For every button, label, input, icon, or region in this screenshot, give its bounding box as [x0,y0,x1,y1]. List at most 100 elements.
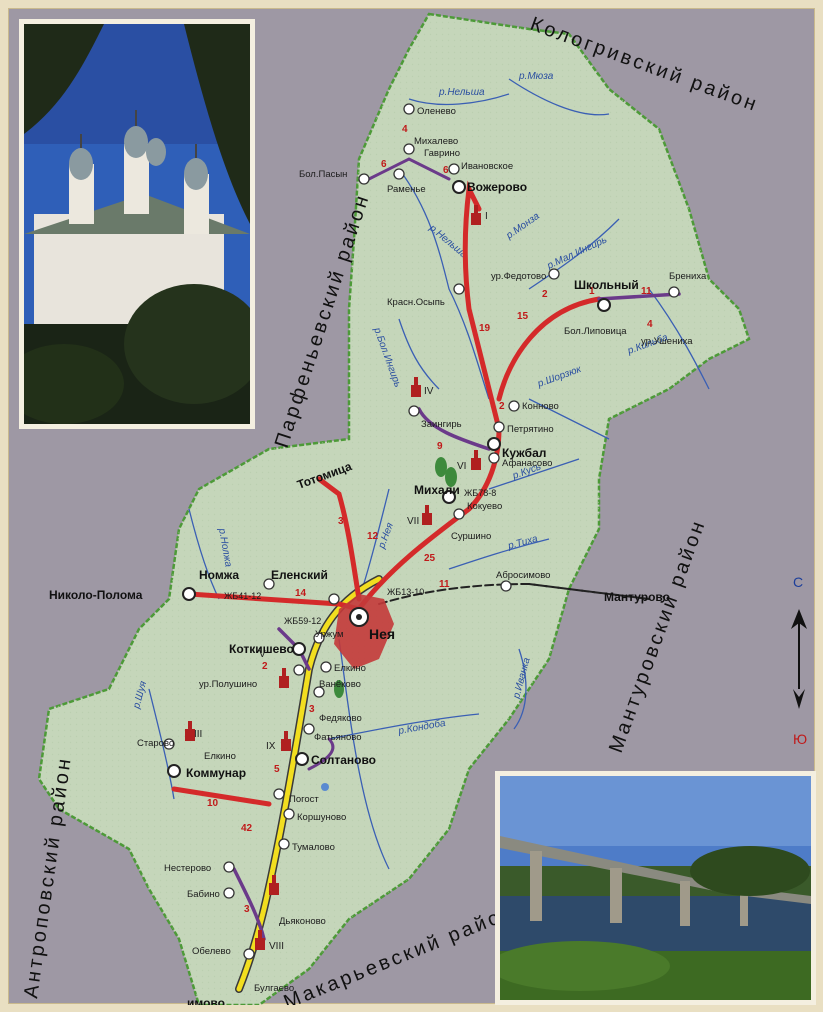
monument-label: IV [424,386,434,397]
tree-icon [445,467,457,487]
village-label: Погост [289,794,319,805]
spring-marker [321,783,329,791]
north-arrow-icon: С Ю [791,574,807,747]
town-label[interactable]: имово [187,996,225,1010]
town-label[interactable]: Еленский [271,568,328,582]
church-icon [279,668,289,688]
distance-label: 9 [437,441,443,452]
district-label-manturovsky: Мантуровский район [605,516,710,756]
town-label-neya[interactable]: Нея [369,626,395,642]
monument-label: VIII [269,941,284,952]
church-photo-image [24,24,250,424]
church-icon [471,450,481,470]
rail-stop-label: ЖБ13-10 [387,587,424,597]
dirt-road [597,292,681,301]
town-label[interactable]: Школьный [574,278,639,292]
distance-label: 11 [641,286,652,297]
distance-label: 4 [647,319,653,330]
town-label[interactable]: Солтаново [311,753,376,767]
village-label: Оленево [417,106,456,117]
village-label: Раменье [387,184,426,195]
bridge-photo [495,771,816,1005]
district-label-antropovsky: Антроповский район [20,755,76,1000]
church-photo [19,19,255,429]
railway [378,582,650,605]
river-label: р.Нельша [438,87,485,98]
distance-label: 3 [309,704,315,715]
monument-label: III [194,729,202,740]
distance-label: 25 [424,553,436,564]
distance-label: 12 [367,531,379,542]
village-label: Абросимово [496,570,550,581]
compass-north-label: С [793,574,803,590]
town-label[interactable]: Кужбал [502,446,546,460]
village-labels: Оленево Михалево Гаврино Ивановское Бол.… [137,106,707,994]
map-frame: р.Нельша р.Мюза р.Монза р.Мал.Ингирь р.Н… [8,8,816,1012]
river-label: р.Мюза [518,71,554,82]
neya-district-map: р.Нельша р.Мюза р.Монза р.Мал.Ингирь р.Н… [20,12,807,1012]
monument-label: VI [457,461,466,472]
distance-label: 19 [479,323,491,334]
distance-label: 15 [517,311,529,322]
monument-label: VII [407,516,419,527]
rail-stop-label: ЖБ59-12 [284,616,321,626]
distance-label: 4 [402,124,408,135]
village-label: ур.Федотово [491,271,546,282]
village-label: Петрятино [507,424,554,435]
distance-label: 2 [499,401,505,412]
village-label: Булгаево [254,983,294,994]
center-markers [167,180,611,778]
distance-label: 42 [241,823,253,834]
distance-label: 3 [338,516,344,527]
settlement-markers [163,103,680,960]
village-label: Конново [522,401,559,412]
village-label: Коршуново [297,812,346,823]
village-label: Елкино [204,751,236,762]
village-label: Елкино [334,663,366,674]
distance-label: 6 [443,165,449,176]
village-label: Ивановское [461,161,513,172]
village-label: Бабино [187,889,220,900]
church-icon [281,731,291,751]
distance-label: 11 [439,579,450,590]
town-label[interactable]: Николо-Полома [49,588,143,602]
church-icons [185,205,481,950]
distance-label: 14 [295,588,307,599]
distance-labels: 4 6 6 2 1 11 15 19 4 2 9 3 12 25 14 11 2… [207,124,653,915]
village-label: Кокуево [467,501,502,512]
village-label: Брениха [669,271,707,282]
monument-labels: I III IV V VI VII VIII IX [194,211,488,952]
monument-label: IX [266,741,276,752]
village-label: Уржум [315,629,344,640]
roads [171,157,681,993]
village-label: Нестерово [164,863,211,874]
tree-icon [334,680,344,698]
village-label: ур.Ушениха [641,336,693,347]
town-label[interactable]: Вожерово [467,180,527,194]
village-label: Михалево [414,136,458,147]
town-label[interactable]: Коткишево [229,642,294,656]
village-label: Дьяконово [279,916,326,927]
town-label[interactable]: Михали [414,483,460,497]
rail-stop-labels: ЖБ41-12 ЖБ59-12 ЖБ13-10 ЖБ78-8 [224,488,496,626]
distance-label: 2 [262,661,268,672]
village-label: Федяково [319,713,362,724]
distance-label: 10 [207,798,219,809]
village-label: Обелево [192,946,231,957]
village-label: Заингирь [421,419,462,430]
town-label[interactable]: Мантурово [604,590,670,604]
church-icon [255,930,265,950]
distance-label: 2 [542,289,548,300]
church-icon [471,205,481,225]
town-labels: Нея Николо-Полома Мантурово Тотомица Шко… [49,180,670,1010]
village-label: Тумалово [292,842,335,853]
village-label: Гаврино [424,148,460,159]
town-label[interactable]: Коммунар [186,766,246,780]
monument-label: V [259,649,266,660]
village-label: Бол.Липовица [564,326,627,337]
town-label[interactable]: Номжа [199,568,239,582]
monument-label: I [485,211,488,222]
distance-label: 1 [589,286,595,297]
distance-label: 5 [274,764,280,775]
